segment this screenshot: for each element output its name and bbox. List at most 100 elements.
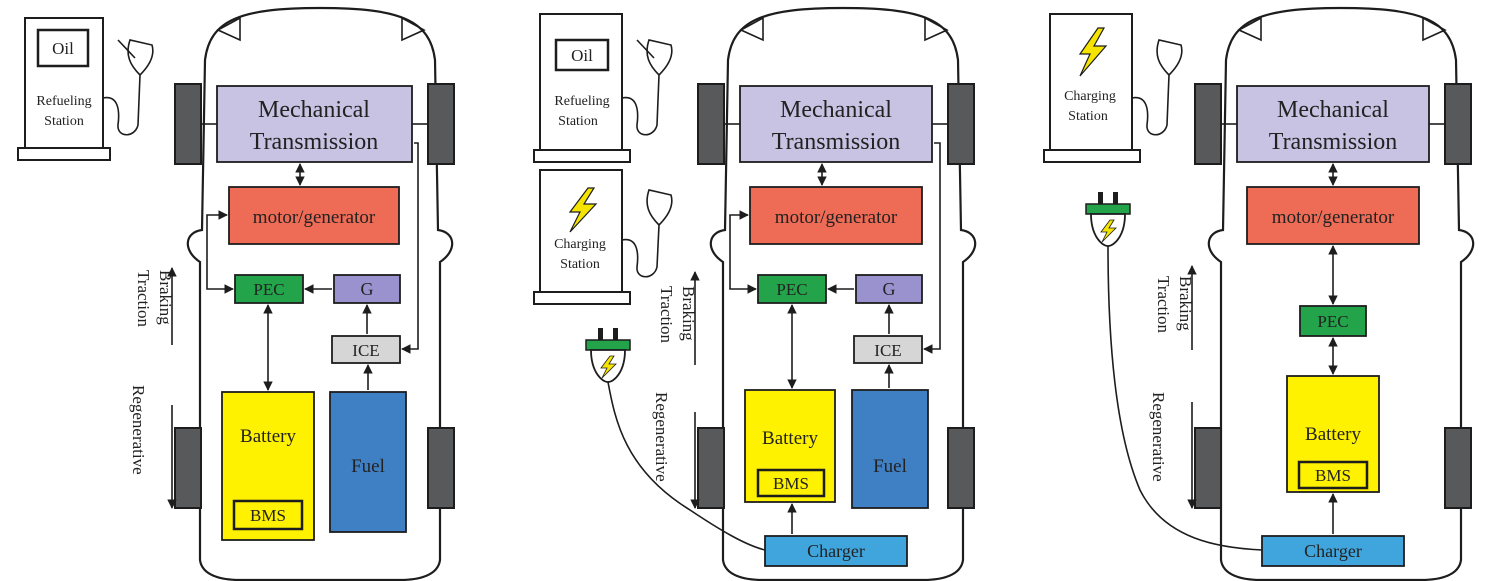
transmission-line-1: Mechanical xyxy=(1277,97,1389,123)
generator-label: G xyxy=(883,279,896,299)
charger-box xyxy=(764,535,908,567)
transmission-line-1: Mechanical xyxy=(780,97,892,123)
arrow-pec-motor xyxy=(729,210,757,294)
mechanical-transmission-box xyxy=(216,85,413,163)
station-label-line-2: Station xyxy=(1068,109,1108,124)
side-label-braking-traction: Braking Traction xyxy=(657,286,698,343)
station-label-line-2: Station xyxy=(560,257,600,272)
svg-text:Traction: Traction xyxy=(134,270,153,327)
side-label-braking-traction: Braking Traction xyxy=(134,270,175,327)
charging-cable xyxy=(607,381,766,551)
svg-text:Traction: Traction xyxy=(657,286,676,343)
station-label-line-1: Refueling xyxy=(554,94,609,109)
lightning-icon xyxy=(1078,27,1108,77)
svg-text:Regenerative: Regenerative xyxy=(1149,392,1168,482)
motor-generator-label: motor/generator xyxy=(1272,207,1395,228)
side-label-regenerative: Regenerative xyxy=(1149,392,1168,482)
svg-text:Braking: Braking xyxy=(679,286,698,341)
wheel-front-left xyxy=(697,83,725,165)
pec-box xyxy=(1299,305,1367,337)
fuel-label: Fuel xyxy=(873,456,907,477)
svg-text:Traction: Traction xyxy=(1154,276,1173,333)
wheel-rear-left xyxy=(697,427,725,509)
lightning-icon xyxy=(568,187,598,233)
generator-box xyxy=(333,274,401,304)
arrow-ice-transmission xyxy=(401,142,419,354)
pec-box xyxy=(234,274,304,304)
fuel-label: Fuel xyxy=(351,456,385,477)
motor-generator-box xyxy=(1246,186,1420,245)
pec-box xyxy=(757,274,827,304)
transmission-line-2: Transmission xyxy=(250,129,378,155)
battery-box xyxy=(744,389,836,503)
station-label-line-1: Refueling xyxy=(36,94,91,109)
charging-cable xyxy=(1107,245,1263,551)
motor-generator-label: motor/generator xyxy=(775,207,898,228)
transmission-line-2: Transmission xyxy=(772,129,900,155)
car-body-outline xyxy=(1207,6,1475,581)
oil-label: Oil xyxy=(571,46,593,65)
car-body-outline xyxy=(186,6,454,581)
plug-icon xyxy=(1085,192,1131,247)
station-label-line-1: Charging xyxy=(554,237,606,252)
wheel-rear-right xyxy=(427,427,455,509)
headlight-right xyxy=(924,16,949,42)
bms-label: BMS xyxy=(773,474,809,493)
charger-box xyxy=(1261,535,1405,567)
charging-station: Charging Station xyxy=(533,169,673,305)
arrow-ice-transmission xyxy=(923,142,941,354)
oil-label: Oil xyxy=(52,39,74,58)
battery-label: Battery xyxy=(762,428,818,449)
battery-label: Battery xyxy=(1305,424,1361,445)
wheel-rear-left xyxy=(1194,427,1222,509)
generator-box xyxy=(855,274,923,304)
panel-electric: Charging Station Mechanical Transmission… xyxy=(1043,6,1475,581)
mechanical-transmission-box xyxy=(1236,85,1430,163)
battery-box xyxy=(221,391,315,541)
headlight-left xyxy=(739,16,764,42)
fuel-box xyxy=(329,391,407,533)
bms-box xyxy=(1297,460,1369,490)
battery-label: Battery xyxy=(240,426,296,447)
bms-box xyxy=(232,499,304,531)
ice-box xyxy=(853,335,923,364)
headlight-right xyxy=(401,16,426,42)
ice-label: ICE xyxy=(874,341,901,360)
svg-text:Regenerative: Regenerative xyxy=(129,385,148,475)
headlight-left xyxy=(216,16,241,42)
side-label-regenerative: Regenerative xyxy=(129,385,148,475)
svg-text:Braking: Braking xyxy=(1176,276,1195,331)
wheel-front-right xyxy=(427,83,455,165)
pec-label: PEC xyxy=(1317,312,1348,331)
panel-plugin-hybrid: Oil Refueling Station Charging Station M… xyxy=(533,6,977,581)
wheel-front-left xyxy=(174,83,202,165)
wheel-front-right xyxy=(947,83,975,165)
pec-label: PEC xyxy=(776,280,807,299)
transmission-line-2: Transmission xyxy=(1269,129,1397,155)
motor-generator-box xyxy=(749,186,923,245)
wheel-rear-right xyxy=(1444,427,1472,509)
bms-label: BMS xyxy=(250,506,286,525)
station-label-line-2: Station xyxy=(44,114,84,129)
headlight-left xyxy=(1237,16,1262,42)
wheel-rear-right xyxy=(947,427,975,509)
battery-box xyxy=(1286,375,1380,493)
transmission-line-1: Mechanical xyxy=(258,97,370,123)
side-label-regenerative: Regenerative xyxy=(652,392,671,482)
svg-text:Braking: Braking xyxy=(156,270,175,325)
motor-generator-label: motor/generator xyxy=(253,207,376,228)
station-label-line-2: Station xyxy=(558,114,598,129)
ice-box xyxy=(331,335,401,364)
panel-hybrid: Oil Refueling Station Mechanical Transmi… xyxy=(17,6,455,581)
charger-label: Charger xyxy=(1304,541,1362,561)
side-label-braking-traction: Braking Traction xyxy=(1154,276,1195,333)
arrow-pec-motor xyxy=(206,210,234,294)
mechanical-transmission-box xyxy=(739,85,933,163)
station-label-line-1: Charging xyxy=(1064,89,1116,104)
fuel-box xyxy=(851,389,929,509)
charger-label: Charger xyxy=(807,541,865,561)
refueling-station: Oil Refueling Station xyxy=(17,17,154,161)
pec-label: PEC xyxy=(253,280,284,299)
car-body-outline xyxy=(709,6,977,581)
